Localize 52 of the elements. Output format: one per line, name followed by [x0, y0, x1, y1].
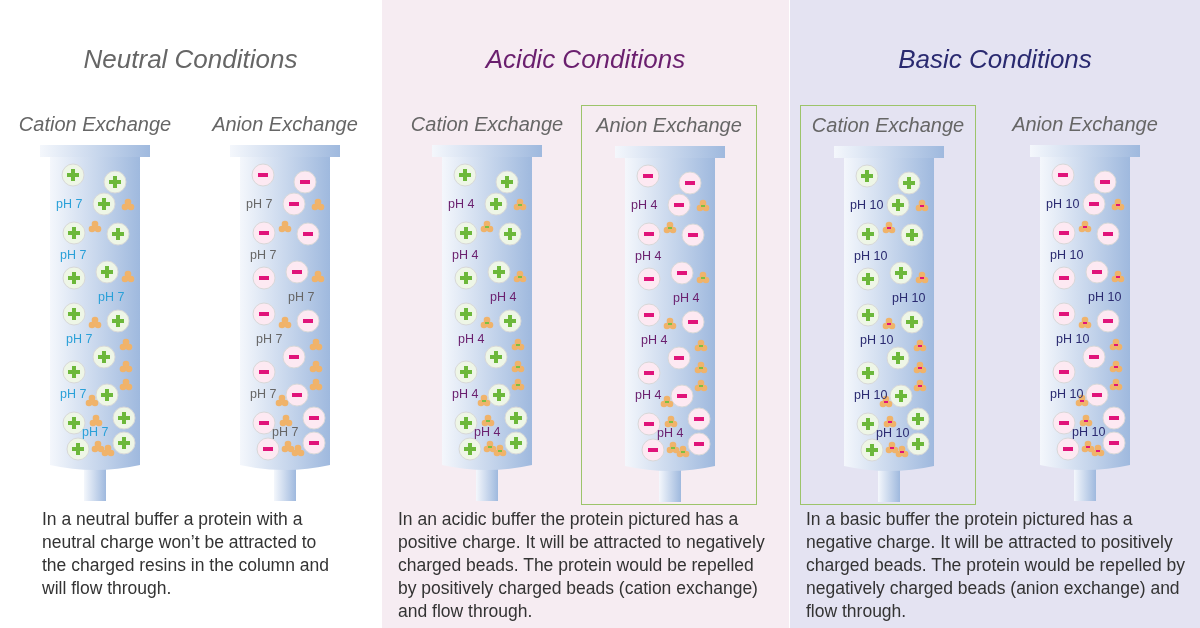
ph-label: pH 4	[474, 425, 501, 439]
ph-label: pH 4	[635, 249, 662, 263]
highlight-frame	[581, 105, 757, 505]
panel-background	[790, 0, 1200, 628]
ph-label: pH 10	[1050, 387, 1084, 401]
ph-label: pH 7	[246, 197, 273, 211]
ph-label: pH 7	[98, 290, 125, 304]
ph-label: pH 7	[250, 248, 277, 262]
ph-label: pH 4	[635, 388, 662, 402]
ph-label: pH 10	[1088, 290, 1122, 304]
description-text: In a basic buffer the protein pictured has a negative charge. It will be attracted to positively charged beads. The protein would be repelled by negatively charged beads (anion exchange) and flow through.	[806, 508, 1187, 623]
ph-label: pH 10	[892, 291, 926, 305]
ph-label: pH 7	[82, 425, 109, 439]
ph-label: pH 10	[1050, 248, 1084, 262]
ph-label: pH 10	[1056, 332, 1090, 346]
ph-label: pH 7	[56, 197, 83, 211]
ph-label: pH 10	[876, 426, 910, 440]
ph-label: pH 7	[288, 290, 315, 304]
ph-label: pH 10	[1046, 197, 1080, 211]
panel-title: Basic Conditions	[897, 44, 1093, 75]
ph-label: pH 10	[854, 388, 888, 402]
column-heading: Anion Exchange	[594, 114, 743, 137]
ph-label: pH 7	[256, 332, 283, 346]
ph-label: pH 7	[66, 332, 93, 346]
column-heading: Cation Exchange	[17, 113, 173, 136]
ph-label: pH 4	[657, 426, 684, 440]
ph-label: pH 4	[641, 333, 668, 347]
ph-label: pH 4	[458, 332, 485, 346]
ph-label: pH 10	[850, 198, 884, 212]
ph-label: pH 10	[860, 333, 894, 347]
ph-label: pH 4	[452, 387, 479, 401]
column-heading: Cation Exchange	[810, 114, 966, 137]
description-text: In a neutral buffer a protein with a neutral charge won’t be attracted to the charged resins in the column and will flow through.	[42, 508, 330, 600]
ph-label: pH 4	[490, 290, 517, 304]
panel-title: Neutral Conditions	[82, 44, 299, 75]
panel-title: Acidic Conditions	[483, 44, 687, 75]
ph-label: pH 4	[448, 197, 475, 211]
column-heading: Cation Exchange	[409, 113, 565, 136]
ph-label: pH 10	[854, 249, 888, 263]
ph-label: pH 10	[1072, 425, 1106, 439]
ph-label: pH 7	[60, 248, 87, 262]
ph-label: pH 7	[272, 425, 299, 439]
ph-label: pH 4	[631, 198, 658, 212]
ph-label: pH 7	[250, 387, 277, 401]
column-heading: Anion Exchange	[1010, 113, 1159, 136]
ph-label: pH 4	[452, 248, 479, 262]
column-heading: Anion Exchange	[210, 113, 359, 136]
panel-background	[382, 0, 789, 628]
highlight-frame	[800, 105, 976, 505]
ph-label: pH 7	[60, 387, 87, 401]
description-text: In an acidic buffer the protein pictured has a positive charge. It will be attracted to negatively charged beads. The protein would be repelled by positively charged beads (cation exchange) and flow through.	[398, 508, 766, 623]
ph-label: pH 4	[673, 291, 700, 305]
